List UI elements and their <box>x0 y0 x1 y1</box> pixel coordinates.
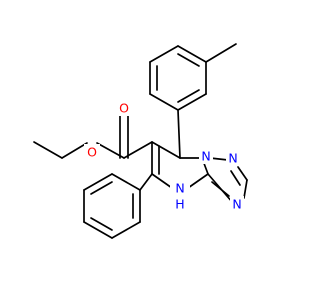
atom-label-nitrogen-n4: N <box>232 197 241 212</box>
bond-aryl-methyl <box>205 43 237 63</box>
bond-c3-n4 <box>243 179 248 199</box>
label-bg-o-ester <box>84 144 100 160</box>
bond-aryl-3 <box>149 45 179 63</box>
bond-lines <box>33 43 248 239</box>
bond-aryl-1 <box>149 93 179 111</box>
bond-n2-c3a <box>237 166 248 181</box>
chemical-structure-diagram: O O N N N N H <box>33 43 248 239</box>
bond-phenyl-1 <box>111 173 141 191</box>
bond-phenyl-5 <box>111 221 141 239</box>
label-bg-n-bottom <box>230 196 244 212</box>
bond-c5-c4 <box>139 173 153 191</box>
bond-aryl-6 <box>177 93 207 111</box>
bond-phenyl-4-inner <box>90 217 113 231</box>
atom-label-nitrogen-n2: N <box>228 151 237 166</box>
bond-phenyl-2 <box>83 173 113 191</box>
bond-aryl-4-inner <box>177 53 200 67</box>
bond-c4-nh <box>151 173 173 189</box>
label-bg-n-right <box>226 150 240 166</box>
bond-aryl-6-inner <box>177 89 200 103</box>
bond-aryl-4 <box>177 45 207 63</box>
atom-label-oxygen-ester: O <box>87 145 97 160</box>
bond-c7-aryl <box>177 109 181 159</box>
atom-label-nitrogen-nh: N <box>175 181 184 196</box>
bond-phenyl-2-inner <box>90 181 113 195</box>
label-bg-o-carbonyl <box>116 100 132 116</box>
bond-methyl-ethyl <box>33 141 63 159</box>
bond-nh-c8a <box>187 173 209 189</box>
atom-label-hydrogen-nh: H <box>175 197 184 212</box>
atom-labels: O O N N N N H <box>84 100 244 212</box>
label-bg-nh <box>170 180 190 212</box>
bond-n2-c3b <box>230 170 241 186</box>
atom-label-oxygen-carbonyl: O <box>119 101 129 116</box>
label-bg-n-top <box>199 148 213 164</box>
bond-phenyl-4 <box>83 221 113 239</box>
bond-n4-c8a-inner <box>211 181 230 197</box>
bond-c6-c7 <box>151 141 181 159</box>
bond-carbonyl-c6 <box>123 141 153 159</box>
bond-ethyl-oxygen <box>61 142 88 159</box>
atom-label-nitrogen-n1: N <box>201 149 210 164</box>
